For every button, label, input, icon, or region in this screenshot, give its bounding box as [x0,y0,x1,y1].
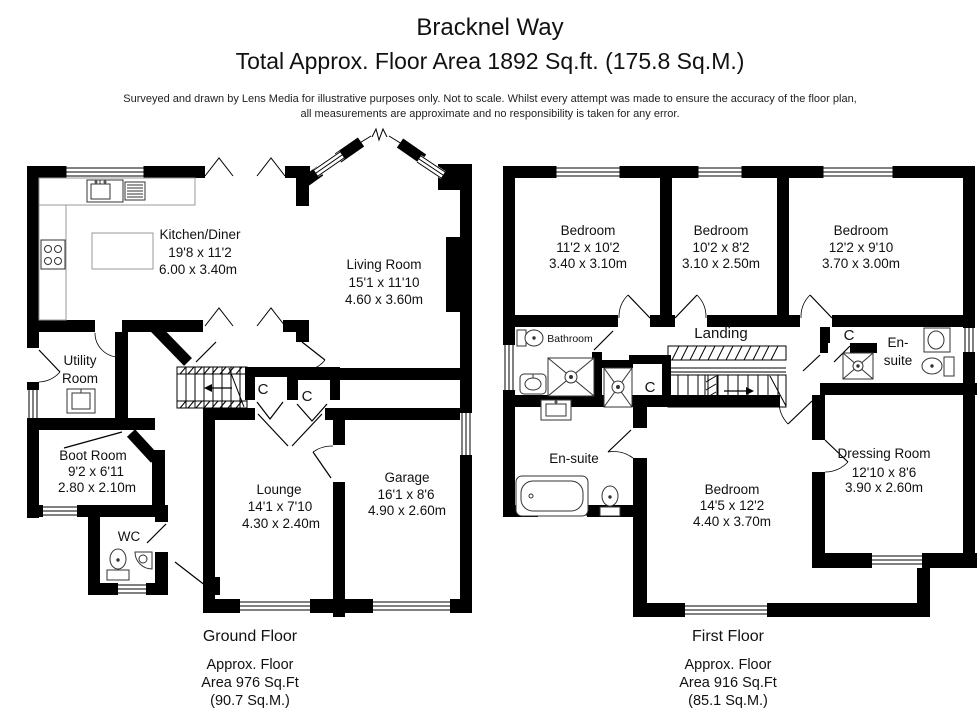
ground-floor-doors [38,332,334,587]
room-dims-lounge-imperial: 14'1 x 7'10 [248,499,312,514]
stairs-first [667,345,787,408]
ground-floor-labels: Kitchen/Diner 19'8 x 11'2 6.00 x 3.40m L… [58,227,446,544]
ground-floor-plan: Kitchen/Diner 19'8 x 11'2 6.00 x 3.40m L… [27,127,472,617]
room-label-living: Living Room [346,257,421,272]
room-label-bedroom1: Bedroom [561,223,616,238]
room-dims-lounge-metric: 4.30 x 2.40m [242,516,320,531]
room-dims-bedroom2-metric: 3.10 x 2.50m [682,256,760,271]
room-label-boot: Boot Room [59,448,127,463]
wc-sink [134,551,153,570]
room-label-landing: Landing [694,325,747,342]
ensuite-right-toilet [921,356,955,377]
room-label-bedroom4: Bedroom [705,482,760,497]
first-floor-plan: Bedroom 11'2 x 10'2 3.40 x 3.10m Bedroom… [503,166,977,617]
ensuite-right-shower [842,352,874,380]
room-dims-garage-metric: 4.90 x 2.60m [368,503,446,518]
ground-floor-door-gaps [27,348,345,552]
closet-label-ff-2: C [844,327,855,344]
first-floor-title: First Floor [692,628,764,645]
first-floor-area-2: Area 916 Sq.Ft [679,675,777,691]
room-label-ensuite-bottom: En-suite [549,451,599,466]
bay-window [302,127,456,186]
room-dims-bedroom4-metric: 4.40 x 3.70m [693,514,771,529]
room-label-lounge: Lounge [256,482,301,497]
ground-floor-area-1: Approx. Floor [206,657,294,673]
ground-floor-title: Ground Floor [202,628,298,645]
room-label-dressing: Dressing Room [837,446,930,461]
room-dims-bedroom1-imperial: 11'2 x 10'2 [556,240,619,255]
room-dims-kitchen-imperial: 19'8 x 11'2 [168,245,231,260]
kitchen-island [91,232,154,270]
room-label-ensuite-top-1: En- [887,335,908,350]
bathroom-sink [519,373,547,395]
room-dims-kitchen-metric: 6.00 x 3.40m [159,262,237,277]
room-dims-dressing-imperial: 12'10 x 8'6 [852,465,916,480]
first-floor-walls [503,166,977,617]
ground-floor-walls [27,164,472,617]
room-dims-bedroom3-metric: 3.70 x 3.00m [822,256,900,271]
room-dims-bedroom4-imperial: 14'5 x 12'2 [700,498,764,513]
ensuite-shower-left [603,367,633,408]
opening-chevrons [204,157,286,327]
room-label-kitchen: Kitchen/Diner [159,227,241,242]
kitchen-sink [86,179,146,203]
page-title: Bracknel Way [416,14,564,41]
stairs-direction-arrow [724,387,754,395]
first-floor-labels: Bedroom 11'2 x 10'2 3.40 x 3.10m Bedroom… [547,223,930,529]
ground-floor-caption: Ground Floor Approx. Floor Area 976 Sq.F… [0,628,500,710]
first-floor-doors [593,294,851,473]
disclaimer-line2: all measurements are approximate and no … [300,108,680,120]
bathroom-shower [547,357,595,397]
room-label-utility-1: Utility [64,353,97,368]
total-area-subtitle: Total Approx. Floor Area 1892 Sq.ft. (17… [235,48,745,74]
ensuite-left-toilet [599,485,621,517]
room-dims-boot-imperial: 9'2 x 6'11 [68,464,124,479]
closet-label-ff-1: C [645,379,656,396]
room-label-wc: WC [118,529,141,544]
wc-toilet [106,548,130,581]
utility-sink [66,388,96,414]
bath-tub [515,475,589,517]
stairs-ground [176,366,248,409]
hob [40,239,66,270]
room-dims-living-metric: 4.60 x 3.60m [345,292,423,307]
room-dims-bedroom2-imperial: 10'2 x 8'2 [693,240,750,255]
room-dims-bedroom3-imperial: 12'2 x 9'10 [829,240,893,255]
ensuite-left-sink [540,399,572,421]
closet-label-gf-1: C [258,381,269,398]
room-dims-garage-imperial: 16'1 x 8'6 [378,487,435,502]
room-label-utility-2: Room [62,371,98,386]
ground-floor-windows [27,166,472,613]
first-floor-area-1: Approx. Floor [684,657,772,673]
first-floor-area-3: (85.1 Sq.M.) [688,693,768,709]
room-label-ensuite-top-2: suite [884,353,913,368]
room-label-bathroom: Bathroom [547,333,593,345]
first-floor-door-gaps [618,315,850,472]
room-dims-dressing-metric: 3.90 x 2.60m [845,480,923,495]
stairs-direction-arrow [204,384,232,392]
ensuite-right-sink [923,327,951,353]
ground-floor-area-2: Area 976 Sq.Ft [201,675,299,691]
room-label-bedroom2: Bedroom [694,223,749,238]
first-floor-caption: First Floor Approx. Floor Area 916 Sq.Ft… [478,628,978,710]
ground-floor-area-3: (90.7 Sq.M.) [210,693,290,709]
kitchen-counter [38,177,196,321]
disclaimer-line1: Surveyed and drawn by Lens Media for ill… [123,93,857,105]
room-label-garage: Garage [384,470,429,485]
bathroom-toilet [516,329,544,347]
room-label-bedroom3: Bedroom [834,223,889,238]
closet-label-gf-2: C [302,388,313,405]
room-dims-bedroom1-metric: 3.40 x 3.10m [549,256,627,271]
room-dims-boot-metric: 2.80 x 2.10m [58,480,136,495]
room-dims-living-imperial: 15'1 x 11'10 [349,275,420,290]
